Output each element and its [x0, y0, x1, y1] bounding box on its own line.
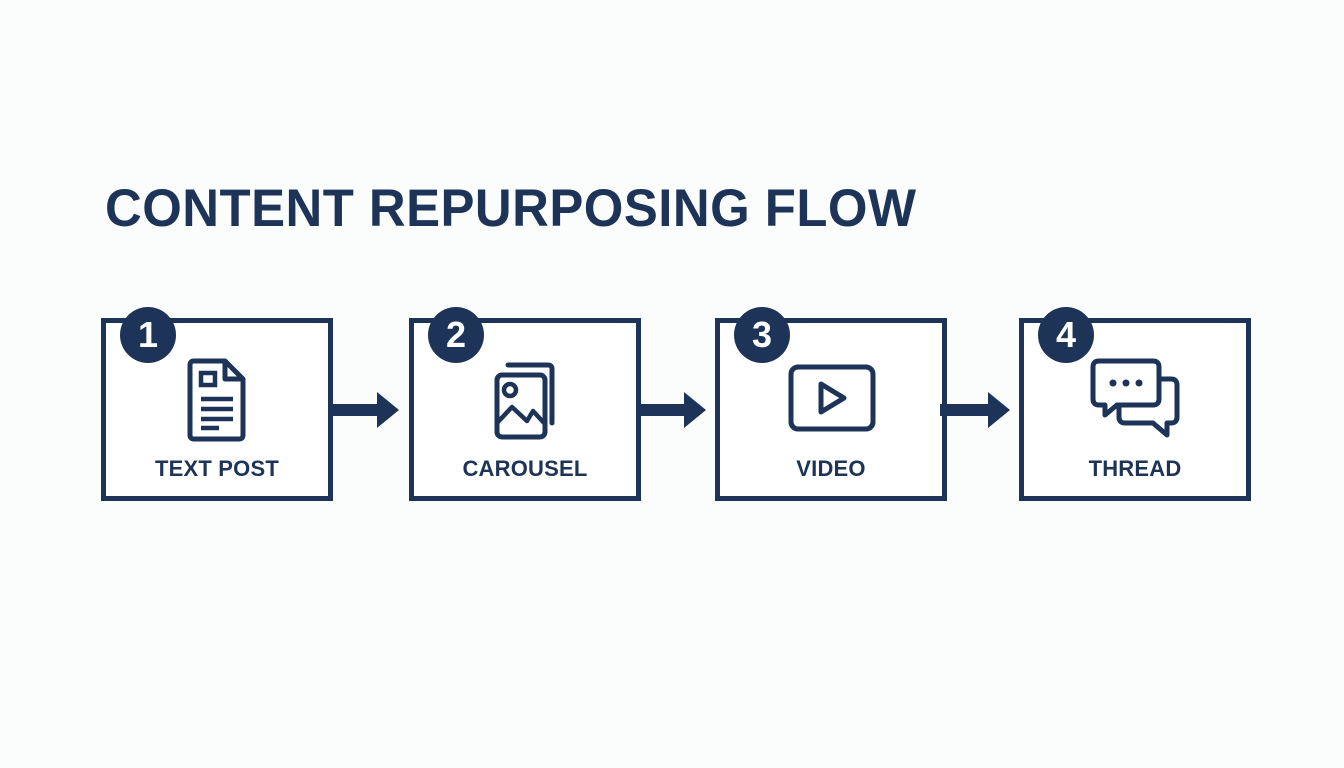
step-label: TEXT POST — [154, 456, 280, 481]
step-label: VIDEO — [796, 456, 866, 481]
arrow-right-icon — [636, 390, 708, 430]
image-stack-icon — [475, 349, 575, 449]
step-label: CAROUSEL — [462, 456, 588, 481]
step-number-badge: 1 — [120, 307, 176, 363]
step-thread: 4 THREAD — [1019, 307, 1251, 501]
step-number-badge: 3 — [734, 307, 790, 363]
chat-bubbles-icon — [1085, 349, 1185, 449]
step-number-badge: 2 — [428, 307, 484, 363]
document-icon — [167, 349, 267, 449]
step-number-badge: 4 — [1038, 307, 1094, 363]
step-video: 3 VIDEO — [715, 307, 947, 501]
step-label: THREAD — [1088, 456, 1182, 481]
diagram-title: CONTENT REPURPOSING FLOW — [105, 179, 917, 238]
step-carousel: 2 CAROUSEL — [409, 307, 641, 501]
video-play-icon — [781, 349, 881, 449]
arrow-right-icon — [329, 390, 401, 430]
arrow-right-icon — [940, 390, 1012, 430]
step-text-post: 1 TEXT POST — [101, 307, 333, 501]
